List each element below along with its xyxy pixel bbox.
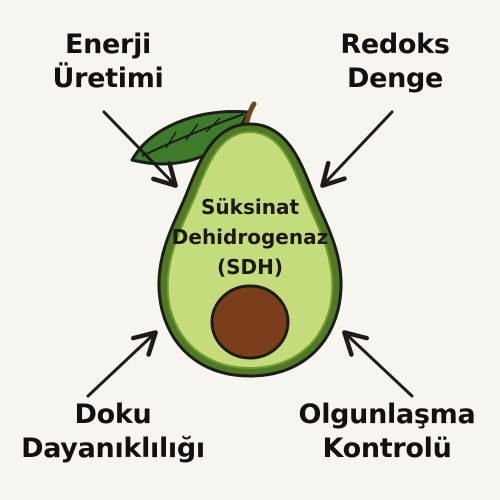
label-energy-production: Enerji Üretimi: [18, 28, 198, 96]
label-tissue-durability: Doku Dayanıklılığı: [8, 398, 218, 466]
label-energy-line-2: Üretimi: [52, 63, 164, 94]
arrow-top-left: [102, 110, 178, 188]
arrow-top-right: [320, 110, 394, 188]
center-line-2: Dehidrogenaz: [171, 225, 329, 249]
label-ripening-control: Olgunlaşma Kontrolü: [282, 398, 492, 466]
arrow-bottom-left: [86, 330, 158, 398]
center-line-1: Süksinat: [201, 195, 299, 219]
avocado-icon: [157, 122, 343, 378]
label-redox-balance: Redoks Denge: [300, 28, 490, 96]
label-tissue-line-1: Doku: [74, 399, 152, 430]
avocado-pit-icon: [210, 284, 290, 360]
label-energy-line-1: Enerji: [64, 29, 151, 60]
center-enzyme-label: Süksinat Dehidrogenaz (SDH): [150, 192, 350, 282]
label-redox-line-2: Denge: [346, 63, 444, 94]
label-ripening-line-1: Olgunlaşma: [298, 399, 476, 430]
leaf-icon: [130, 109, 250, 166]
label-redox-line-1: Redoks: [340, 29, 450, 60]
center-line-3: (SDH): [216, 255, 284, 279]
arrow-bottom-right: [342, 330, 414, 398]
label-tissue-line-2: Dayanıklılığı: [21, 433, 205, 464]
label-ripening-line-2: Kontrolü: [322, 433, 452, 464]
